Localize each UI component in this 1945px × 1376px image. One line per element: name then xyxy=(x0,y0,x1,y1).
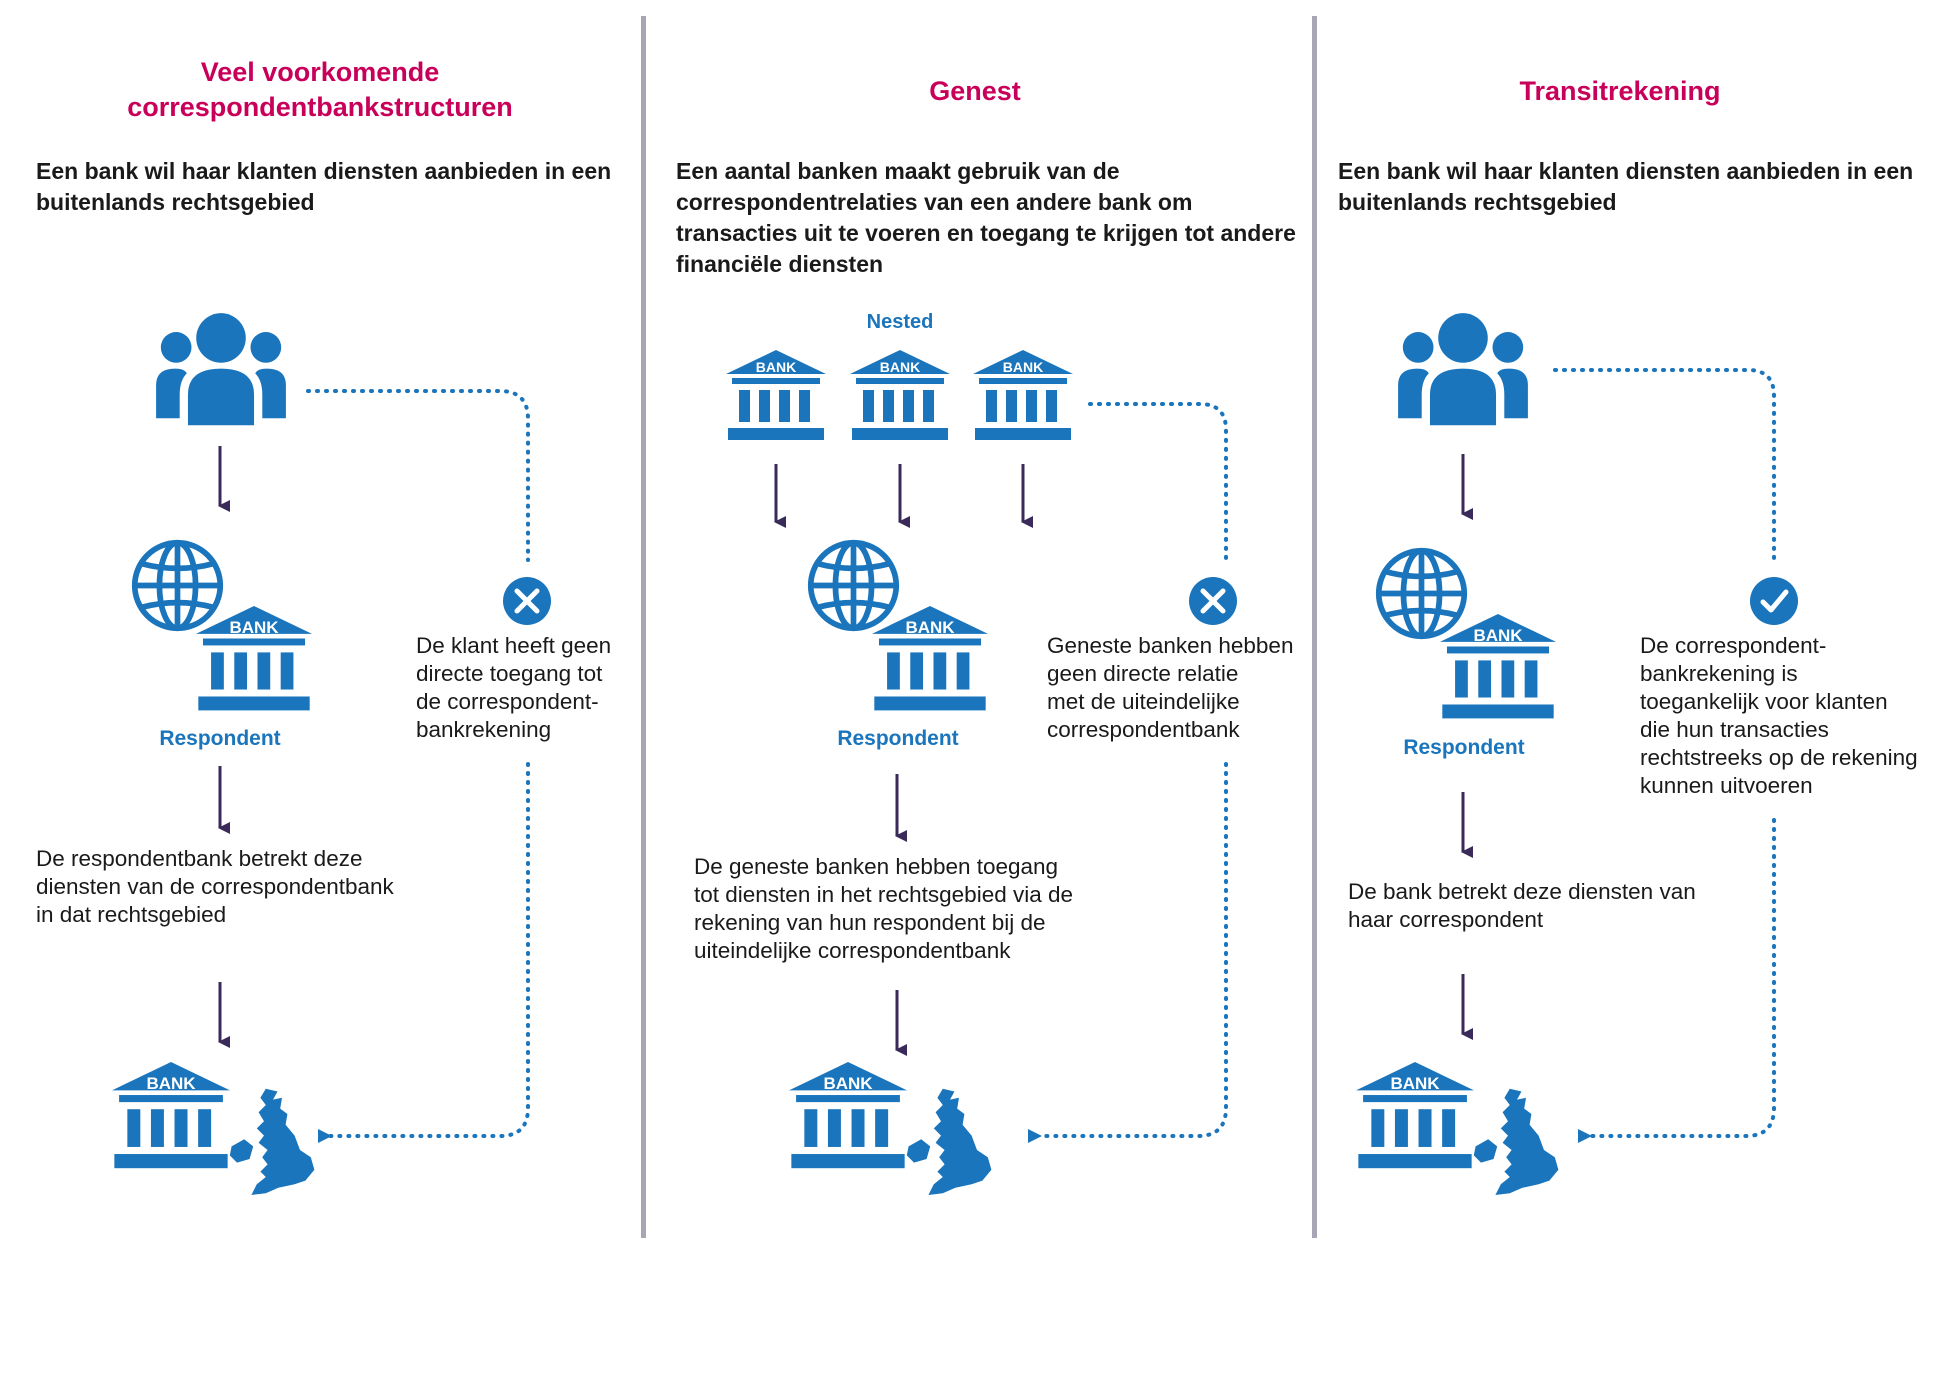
dotted-connector xyxy=(1028,762,1228,1143)
dotted-connector xyxy=(1553,368,1776,562)
note-line: correspondentbank xyxy=(1047,717,1240,742)
note-line: directe toegang tot xyxy=(416,661,603,686)
note-line: rechtstreeks op de rekening xyxy=(1640,745,1918,770)
side-note: De correspondent- bankrekening is toegan… xyxy=(1640,632,1940,800)
dotted-connector xyxy=(318,762,530,1143)
bank-icon-label: BANK xyxy=(1390,1074,1440,1093)
bank-icon-label: BANK xyxy=(756,359,796,375)
bank-icon: BANK xyxy=(1440,614,1556,730)
panel-title: Veel voorkomende correspondentbankstruct… xyxy=(40,55,600,125)
note-line: die hun transacties xyxy=(1640,717,1829,742)
bank-icon-label: BANK xyxy=(229,618,279,637)
panel-divider xyxy=(1312,16,1317,1238)
bottom-note: De bank betrekt deze diensten van haar c… xyxy=(1348,878,1768,934)
panel-intro: Een bank wil haar klanten diensten aanbi… xyxy=(1338,156,1938,218)
correspondent-bank-icon: BANK xyxy=(1356,1062,1474,1180)
bank-icon: BANK xyxy=(196,606,312,722)
note-line: uiteindelijke correspondentbank xyxy=(694,938,1011,963)
note-line: De respondentbank betrekt deze xyxy=(36,846,363,871)
nested-bank-icon: BANK xyxy=(726,350,826,450)
panel-intro: Een bank wil haar klanten diensten aanbi… xyxy=(36,156,636,218)
uk-map-icon xyxy=(1472,1082,1562,1200)
uk-map-icon xyxy=(905,1082,995,1200)
bank-icon: BANK xyxy=(872,606,988,722)
note-line: geen directe relatie xyxy=(1047,661,1239,686)
bank-icon-label: BANK xyxy=(1473,626,1523,645)
note-line: diensten van de correspondentbank xyxy=(36,874,394,899)
panel-divider xyxy=(641,16,646,1238)
note-line: kunnen uitvoeren xyxy=(1640,773,1813,798)
respondent-label: Respondent xyxy=(1403,736,1525,759)
intro-line: correspondentrelaties van een andere ban… xyxy=(676,189,1193,215)
check-icon xyxy=(1750,577,1798,625)
note-line: De klant heeft geen xyxy=(416,633,612,658)
note-line: rekening van hun respondent bij de xyxy=(694,910,1046,935)
dotted-connector xyxy=(306,389,530,562)
dotted-connector xyxy=(1578,818,1776,1143)
title-line: Genest xyxy=(929,76,1021,106)
customers-icon xyxy=(156,312,286,430)
intro-line: Een bank wil haar klanten diensten aanbi… xyxy=(1338,158,1914,184)
note-line: bankrekening xyxy=(416,717,552,742)
bank-icon-label: BANK xyxy=(880,359,920,375)
panel-title: Transitrekening xyxy=(1340,74,1900,109)
note-line: in dat rechtsgebied xyxy=(36,902,227,927)
note-line: haar correspondent xyxy=(1348,907,1544,932)
note-line: De correspondent- xyxy=(1640,633,1827,658)
panel-intro: Een aantal banken maakt gebruik van de c… xyxy=(676,156,1306,280)
intro-line: Een bank wil haar klanten diensten aanbi… xyxy=(36,158,612,184)
note-line: De bank betrekt deze diensten van xyxy=(1348,879,1696,904)
side-note: De klant heeft geen directe toegang tot … xyxy=(416,632,636,744)
side-note: Geneste banken hebben geen directe relat… xyxy=(1047,632,1309,744)
note-line: toegankelijk voor klanten xyxy=(1640,689,1888,714)
uk-map-icon xyxy=(228,1082,318,1200)
note-line: De geneste banken hebben toegang xyxy=(694,854,1059,879)
intro-line: buitenlands rechtsgebied xyxy=(36,189,315,215)
note-line: bankrekening is xyxy=(1640,661,1798,686)
panel-title: Genest xyxy=(690,74,1260,109)
bank-icon-label: BANK xyxy=(146,1074,196,1093)
title-line: correspondentbankstructuren xyxy=(127,92,513,122)
title-line: Transitrekening xyxy=(1519,76,1721,106)
bank-icon-label: BANK xyxy=(905,618,955,637)
cross-icon xyxy=(503,577,551,625)
intro-line: financiële diensten xyxy=(676,251,884,277)
intro-line: Een aantal banken maakt gebruik van de xyxy=(676,158,1120,184)
intro-line: transacties uit te voeren en toegang te … xyxy=(676,220,1296,246)
dotted-connector xyxy=(1088,402,1228,562)
note-line: Geneste banken hebben xyxy=(1047,633,1294,658)
intro-line: buitenlands rechtsgebied xyxy=(1338,189,1617,215)
bank-icon-label: BANK xyxy=(823,1074,873,1093)
correspondent-bank-icon: BANK xyxy=(789,1062,907,1180)
nested-label: Nested xyxy=(866,311,934,333)
note-line: met de uiteindelijke xyxy=(1047,689,1240,714)
note-line: tot diensten in het rechtsgebied via de xyxy=(694,882,1074,907)
bank-icon-label: BANK xyxy=(1003,359,1043,375)
customers-icon xyxy=(1398,312,1528,430)
note-line: de correspondent- xyxy=(416,689,599,714)
cross-icon xyxy=(1189,577,1237,625)
nested-bank-icon: BANK xyxy=(973,350,1073,450)
bottom-note: De respondentbank betrekt deze diensten … xyxy=(36,845,456,929)
correspondent-bank-icon: BANK xyxy=(112,1062,230,1180)
respondent-label: Respondent xyxy=(837,727,959,750)
bottom-note: De geneste banken hebben toegang tot die… xyxy=(694,853,1154,965)
title-line: Veel voorkomende xyxy=(200,57,440,87)
nested-bank-icon: BANK xyxy=(850,350,950,450)
respondent-label: Respondent xyxy=(159,727,281,750)
